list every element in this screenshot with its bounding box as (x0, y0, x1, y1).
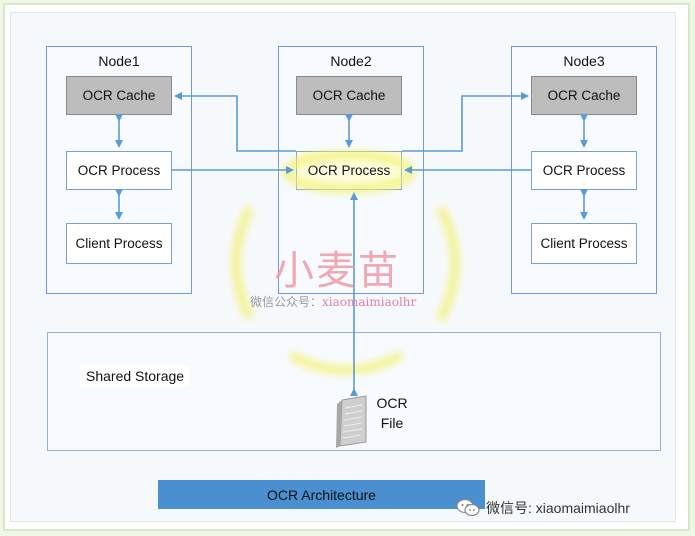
diagram-caption: OCR Architecture (158, 480, 485, 509)
ocr-file-icon (336, 395, 367, 448)
wechat-icon (456, 498, 480, 517)
ocr-file-label: OCR File (375, 393, 409, 433)
node1-ocr-cache: OCR Cache (66, 76, 172, 115)
node3-client-process: Client Process (531, 223, 637, 264)
wechat-tag: 微信号: xiaomaimiaolhr (456, 498, 630, 518)
node1-client-process: Client Process (66, 223, 172, 264)
arrow-n2-to-n3-cache (402, 92, 529, 152)
node3-ocr-cache: OCR Cache (531, 76, 637, 115)
node2-ocr-cache: OCR Cache (296, 76, 402, 115)
node1-title: Node1 (98, 53, 140, 69)
watermark-subtitle: 微信公众号：xiaomaimiaolhr (250, 293, 416, 310)
node2-title: Node2 (330, 53, 372, 69)
arrow-n2-to-n1-cache (174, 92, 296, 152)
ocr-file-label-line1: OCR (376, 395, 408, 411)
wechat-label: 微信号: xiaomaimiaolhr (486, 500, 630, 516)
watermark-subtitle-prefix: 微信公众号： (250, 295, 323, 309)
shared-storage-label: Shared Storage (80, 366, 191, 386)
node3-title: Node3 (563, 53, 605, 69)
watermark-subtitle-id: xiaomaimiaolhr (322, 295, 417, 309)
node3-ocr-process: OCR Process (531, 151, 637, 190)
watermark-title: 小麦苗 (274, 248, 400, 294)
ocr-file-label-line2: File (380, 415, 404, 431)
